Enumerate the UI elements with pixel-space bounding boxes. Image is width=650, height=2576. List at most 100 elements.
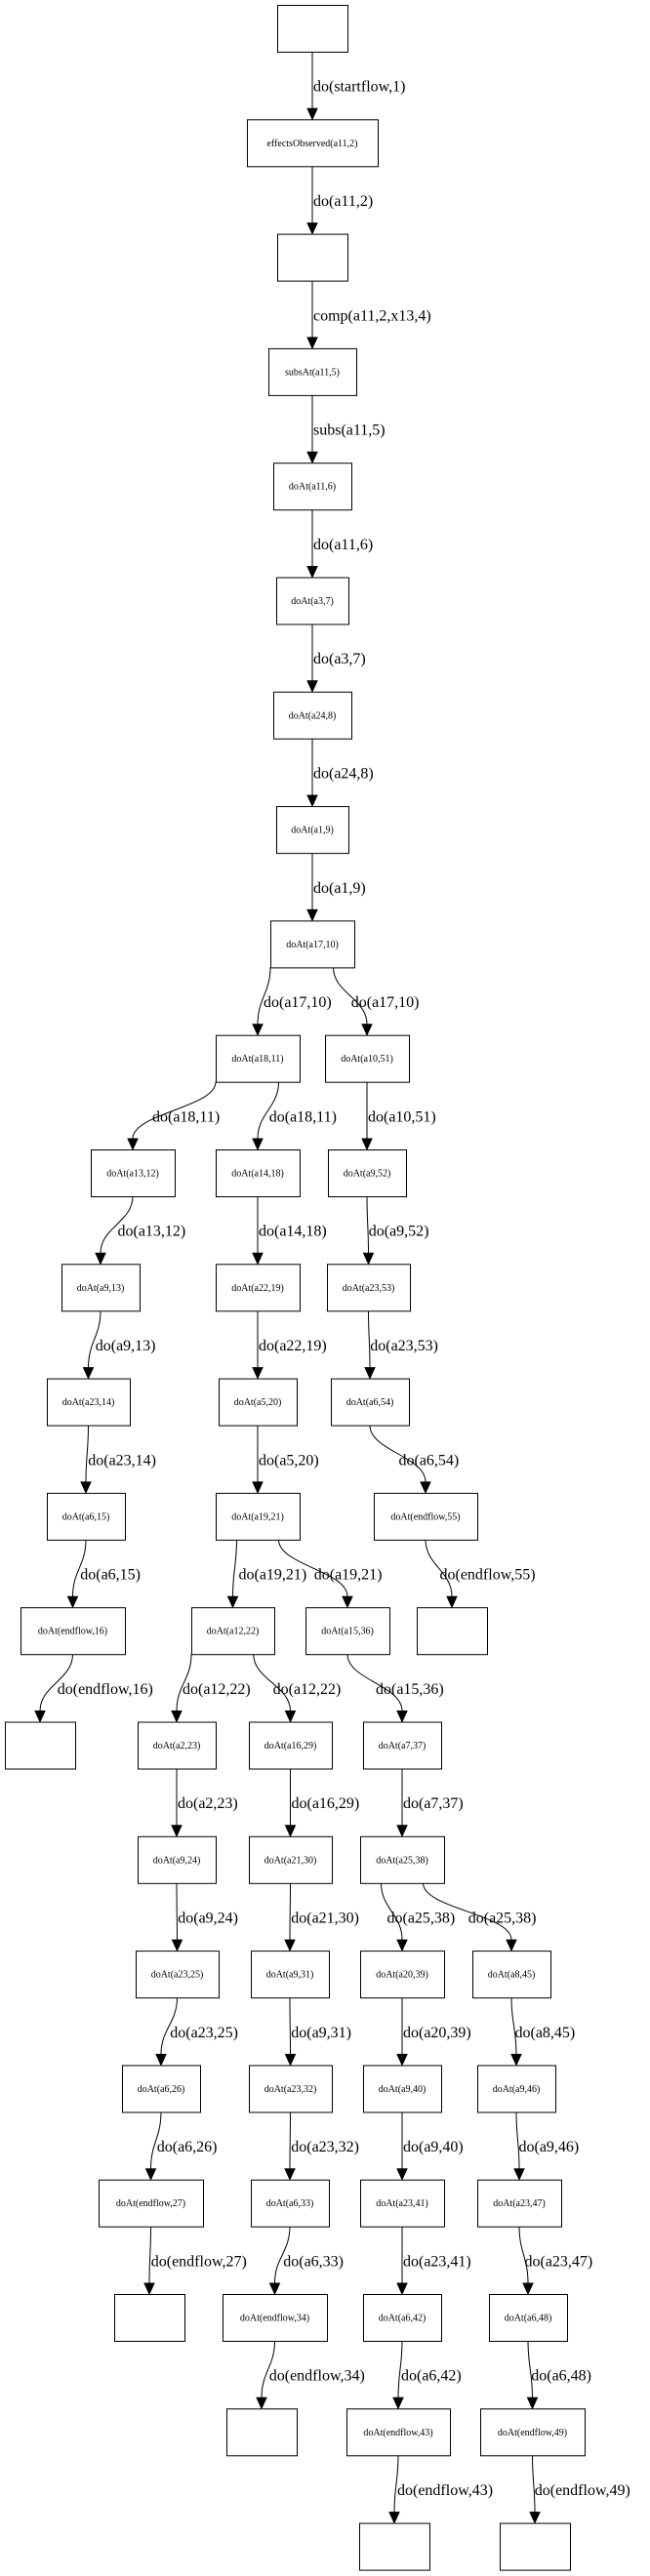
arrow-head-icon	[226, 1595, 239, 1609]
transition-edge: do(a9,13)	[82, 1310, 156, 1380]
state-node-effectsobserved-a11-2: effectsObserved(a11,2)	[247, 119, 379, 168]
edge-label: do(a16,29)	[292, 1795, 360, 1812]
edge-line	[346, 1654, 403, 1711]
state-node-doat-a6-33: doAt(a6,33)	[251, 2179, 330, 2228]
empty-state-node	[417, 1607, 488, 1656]
node-box	[122, 2065, 201, 2113]
arrow-head-icon	[171, 1825, 183, 1838]
state-node-doat-a5-20: doAt(a5,20)	[219, 1378, 298, 1427]
state-node-doat-endflow-27: doAt(endflow,27)	[99, 2179, 204, 2228]
arrow-head-icon	[446, 1595, 458, 1609]
transition-edge: comp(a11,2,x13,4)	[306, 280, 431, 350]
node-label: doAt(a23,53)	[343, 1283, 395, 1294]
empty-state-node	[277, 5, 348, 53]
node-label: doAt(a9,52)	[344, 1169, 391, 1180]
state-node-doat-a23-47: doAt(a23,47)	[477, 2179, 562, 2228]
node-box	[346, 2408, 451, 2457]
node-box	[20, 1607, 126, 1656]
transition-edge: do(a22,19)	[252, 1310, 327, 1380]
edge-label: do(a21,30)	[291, 1910, 359, 1926]
arrow-head-icon	[510, 2053, 522, 2067]
edge-line	[333, 967, 368, 1025]
transition-edge: do(a9,31)	[284, 1997, 351, 2067]
edge-label: do(a17,10)	[351, 994, 420, 1011]
edge-label: do(endflow,27)	[151, 2253, 247, 2270]
edge-label: do(a6,33)	[283, 2253, 344, 2270]
node-box	[136, 1951, 220, 1999]
state-node-doat-endflow-34: doAt(endflow,34)	[223, 2294, 328, 2342]
transition-edge: do(a13,12)	[95, 1195, 185, 1266]
transition-edge: do(a14,18)	[252, 1196, 327, 1266]
edge-line	[369, 1425, 427, 1482]
edge-label: do(a25,38)	[387, 1910, 456, 1926]
node-label: subsAt(a11,5)	[285, 367, 340, 378]
node-box	[331, 1378, 410, 1427]
edge-label: do(a23,25)	[170, 2025, 238, 2041]
edge-label: do(a9,46)	[519, 2139, 580, 2155]
edge-line	[72, 1539, 87, 1597]
edge-label: do(a1,9)	[313, 880, 366, 897]
edge-label: do(a10,51)	[368, 1108, 436, 1125]
transition-edge: do(a21,30)	[284, 1882, 359, 1952]
edge-label: do(endflow,34)	[269, 2368, 365, 2385]
node-box	[223, 2294, 328, 2342]
edge-label: do(a6,42)	[401, 2368, 462, 2385]
node-box	[360, 1951, 445, 1999]
arrow-head-icon	[396, 2053, 408, 2067]
transition-edge: do(a7,37)	[396, 1768, 464, 1838]
state-node-doat-a9-24: doAt(a9,24)	[138, 1835, 217, 1884]
node-label: doAt(a23,41)	[376, 2198, 428, 2209]
node-box	[374, 1492, 478, 1541]
arrow-head-icon	[362, 1252, 375, 1266]
node-label: doAt(a6,15)	[62, 1511, 110, 1522]
edge-line	[150, 2112, 162, 2169]
transition-edge: do(endflow,16)	[34, 1654, 153, 1723]
state-node-doat-a19-21: doAt(a19,21)	[216, 1492, 301, 1541]
edge-label: do(a6,54)	[399, 1452, 460, 1469]
edge-line	[253, 1654, 291, 1711]
transition-edge: do(a20,39)	[396, 1997, 471, 2067]
node-label: doAt(a23,47)	[493, 2198, 546, 2209]
arrow-head-icon	[392, 2396, 404, 2410]
node-box	[99, 2179, 204, 2228]
arrow-head-icon	[396, 1711, 408, 1723]
state-node-doat-a1-9: doAt(a1,9)	[276, 806, 349, 855]
arrow-head-icon	[252, 1367, 264, 1380]
arrow-head-icon	[252, 1024, 264, 1036]
state-node-doat-a11-6: doAt(a11,6)	[273, 463, 352, 511]
node-label: doAt(a11,6)	[289, 482, 336, 493]
edge-label: do(a11,6)	[313, 537, 373, 553]
arrow-head-icon	[155, 2053, 167, 2067]
state-node-doat-a12-22: doAt(a12,22)	[191, 1607, 275, 1656]
transition-edge: do(a12,22)	[171, 1654, 251, 1723]
node-box	[268, 347, 357, 396]
transition-edge: do(a12,22)	[253, 1654, 341, 1723]
arrow-head-icon	[306, 566, 318, 579]
transition-edge: do(a18,11)	[127, 1081, 220, 1151]
edge-line	[515, 2112, 520, 2169]
node-label: doAt(a9,46)	[493, 2084, 541, 2095]
arrow-head-icon	[420, 1481, 431, 1495]
edge-label: do(a15,36)	[376, 1681, 444, 1698]
node-label: doAt(a6,42)	[379, 2314, 427, 2324]
state-node-doat-a20-39: doAt(a20,39)	[360, 1951, 445, 1999]
arrow-head-icon	[284, 1939, 296, 1952]
node-label: doAt(a6,26)	[138, 2084, 185, 2095]
node-label: doAt(a7,37)	[379, 1741, 427, 1751]
edge-label: do(a23,41)	[403, 2253, 471, 2270]
arrow-head-icon	[284, 1711, 297, 1723]
arrow-head-icon	[66, 1595, 79, 1609]
transition-edge: subs(a11,5)	[306, 394, 386, 464]
arrow-head-icon	[522, 2282, 534, 2296]
edge-line	[527, 2340, 533, 2398]
node-box	[477, 2065, 556, 2113]
edge-line	[132, 1081, 217, 1140]
empty-state-node	[359, 2522, 430, 2571]
arrow-head-icon	[256, 2396, 267, 2410]
transition-edge: do(a23,47)	[518, 2226, 592, 2296]
state-node-doat-a6-42: doAt(a6,42)	[363, 2294, 442, 2342]
state-node-doat-a25-38: doAt(a25,38)	[360, 1835, 445, 1884]
node-label: doAt(a14,18)	[231, 1169, 284, 1180]
node-box	[276, 577, 349, 625]
edge-label: do(a20,39)	[403, 2025, 471, 2041]
